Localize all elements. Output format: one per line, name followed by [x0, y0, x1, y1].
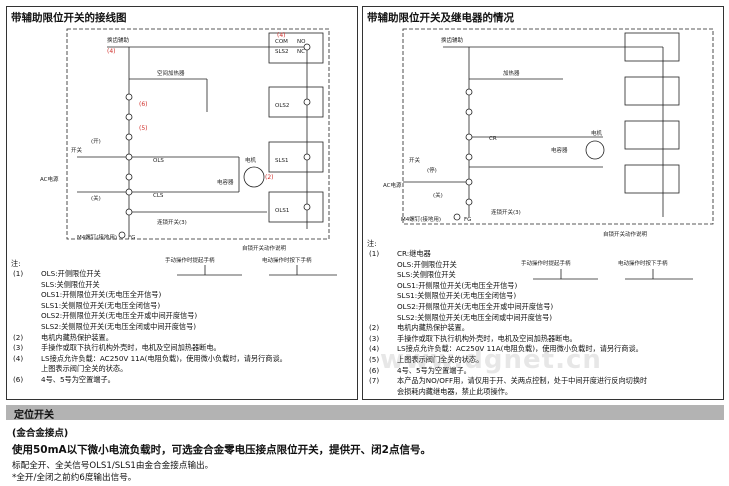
- notes-right: 注:: [367, 239, 377, 250]
- motor-label: 电机: [591, 129, 603, 137]
- wiring-diagram-right: 换齿辅助 加热器 电容器 电机 开关 (停) (关) AC电源 连锁开关(3) …: [383, 28, 714, 280]
- manual-open-label: 手动操作时提起手柄: [165, 256, 215, 264]
- manual-close-label: 电动操作时按下手柄: [262, 256, 312, 264]
- marker-5: (5): [139, 125, 148, 132]
- cr-label: CR: [489, 136, 497, 142]
- marker-6: (6): [139, 101, 148, 108]
- auto-switch-note: 自锁开关动作说明: [603, 230, 648, 238]
- notes-title: 注:: [11, 259, 21, 268]
- open-label: (开): [91, 138, 101, 145]
- capacitor-label: 电容器: [551, 146, 568, 154]
- stop-label: (停): [427, 166, 437, 174]
- marker-2: (2): [265, 174, 274, 181]
- enclosure-box: [66, 28, 330, 240]
- ground-label: M4螺钉(接地用): [77, 233, 117, 241]
- auto-switch-note: 自锁开关动作说明: [242, 244, 287, 252]
- wiring-diagram-panel-left: 带辅助限位开关的接线图: [6, 6, 358, 400]
- body-line: *全开/全闭之前约6度输出信号。: [12, 473, 137, 483]
- notes-title: 注:: [367, 239, 377, 248]
- close-label: (关): [433, 191, 443, 199]
- nc-label: NC: [297, 49, 305, 55]
- heater-label: 空间加热器: [157, 69, 185, 77]
- section-subtitle: (金合金接点): [12, 428, 69, 439]
- manual-close-label: 电动操作时按下手柄: [618, 259, 668, 267]
- switch-label: 开关: [409, 156, 421, 164]
- ols2-label: OLS2: [275, 103, 289, 109]
- ac-source-label: AC电源: [383, 181, 402, 189]
- marker-4b: (4): [277, 32, 286, 39]
- ground-label: M4螺钉(接地用): [401, 215, 441, 223]
- wiring-diagram-panel-right: 带辅助限位开关及继电器的情况 换齿辅助 加热器 电容器 电: [362, 6, 724, 400]
- fg-label: FG: [464, 217, 471, 223]
- interlock-label: 连锁开关(3): [491, 208, 521, 216]
- cls-label: CLS: [153, 193, 164, 199]
- capacitor-label: 电容器: [217, 178, 234, 186]
- switch-label: 开关: [71, 146, 83, 154]
- panel-title: 带辅助限位开关的接线图: [11, 12, 127, 24]
- heater-label: 加热器: [503, 69, 520, 77]
- enclosure-box: [402, 28, 714, 225]
- panel-title: 带辅助限位开关及继电器的情况: [367, 12, 514, 24]
- interlock-label: 连锁开关(3): [157, 218, 187, 226]
- power-lamp-label: 换齿辅助: [441, 36, 464, 44]
- body-line: 标配全开、全关信号OLS1/SLS1由金合金接点输出。: [12, 461, 214, 471]
- close-label: (关): [91, 194, 101, 202]
- power-lamp-label: 换齿辅助: [107, 36, 130, 44]
- wiring-diagram-left: 换齿辅助 空间加热器 开关 (开) (关) AC电源 电机 电容器 连锁开关(3…: [40, 28, 337, 276]
- section-title: 定位开关: [14, 410, 54, 421]
- ols-label: OLS: [153, 158, 164, 164]
- watermark: www.dgnet.cn: [380, 345, 602, 375]
- com-label: COM: [275, 39, 288, 45]
- sls2-label: SLS2: [275, 49, 289, 55]
- marker-4: (4): [107, 48, 116, 55]
- manual-open-label: 手动操作时提起手柄: [521, 259, 571, 267]
- section-bar: 定位开关: [6, 405, 724, 421]
- section-headline: 使用50mA以下微小电流负载时，可选金合金零电压接点限位开关，提供开、闭2点信号…: [12, 444, 431, 456]
- motor-label: 电机: [245, 156, 257, 164]
- no-label: NO: [297, 39, 306, 45]
- notes-left: 注:: [11, 259, 21, 270]
- sls1-label: SLS1: [275, 158, 289, 164]
- ols1-label: OLS1: [275, 208, 289, 214]
- fg-label: FG: [128, 235, 135, 241]
- ac-source-label: AC电源: [40, 175, 59, 183]
